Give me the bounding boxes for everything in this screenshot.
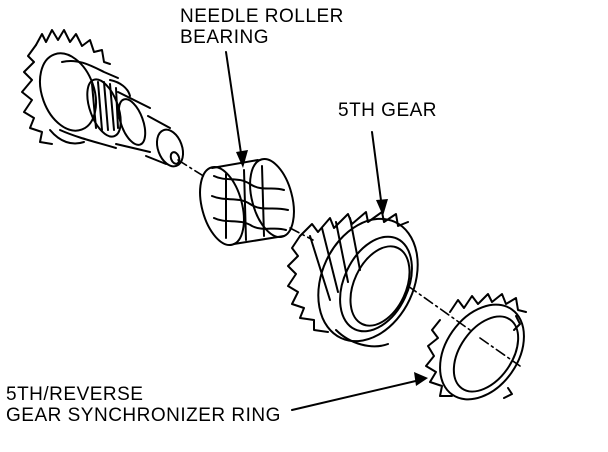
synchronizer-ring [425, 293, 527, 401]
needle-bearing-label-line-2: BEARING [180, 27, 270, 48]
needle-bearing-label-line-1: NEEDLE ROLLER [180, 6, 344, 27]
gear-arrowhead [376, 199, 388, 216]
synchronizer-ring-label-line-1: 5TH/REVERSE [6, 384, 144, 405]
synchronizer-ring-label: 5TH/REVERSE GEAR SYNCHRONIZER RING [6, 384, 281, 426]
input-shaft [21, 29, 185, 168]
synchronizer-ring-label-line-2: GEAR SYNCHRONIZER RING [6, 405, 281, 426]
leader-lines [225, 51, 421, 411]
fifth-gear-label: 5TH GEAR [338, 100, 438, 121]
fifth-gear [287, 211, 419, 348]
ring-arrowhead [414, 372, 428, 386]
needle-roller-bearing [199, 158, 295, 246]
bearing-arrowhead [236, 150, 248, 168]
needle-bearing-label: NEEDLE ROLLER BEARING [180, 6, 344, 48]
